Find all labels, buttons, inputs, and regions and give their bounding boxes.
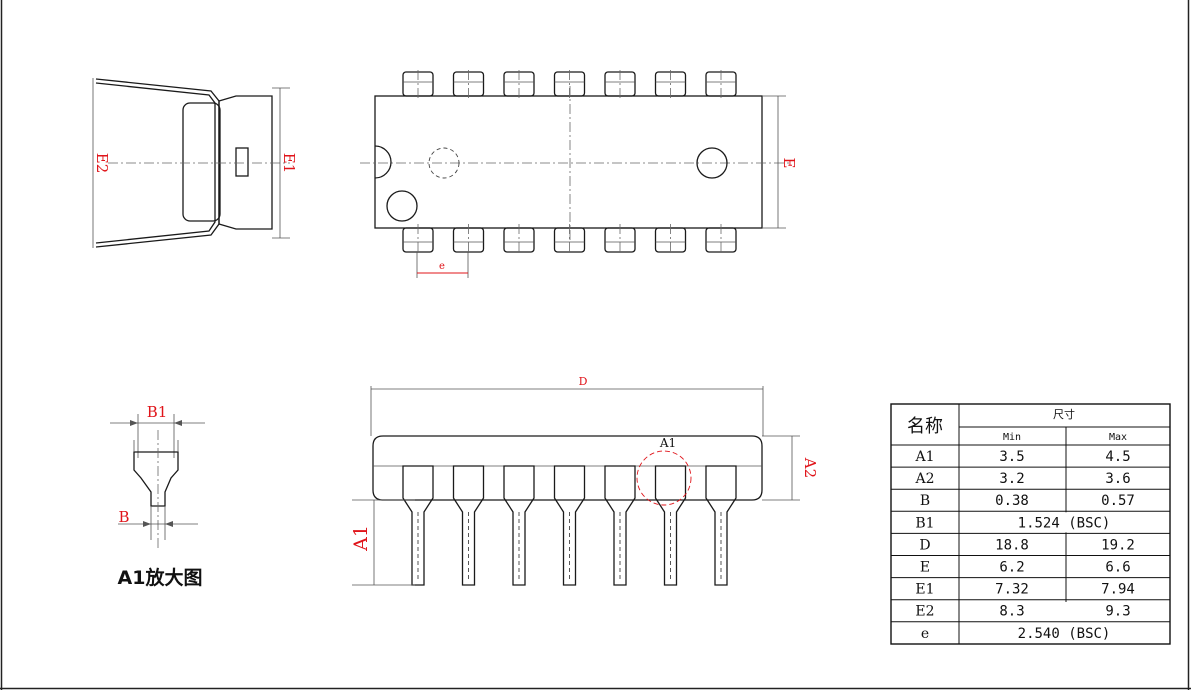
side-lead xyxy=(553,465,586,586)
top-view: E e xyxy=(360,70,798,278)
dim-label-B1: B1 xyxy=(147,403,168,421)
row-max: 4.5 xyxy=(1105,449,1130,465)
row-name: A2 xyxy=(914,471,934,487)
dim-label-E1: E1 xyxy=(280,153,298,174)
callout-label-A1: A1 xyxy=(659,436,676,450)
bottom-lead xyxy=(402,224,434,254)
row-name: e xyxy=(921,626,929,642)
dim-label-E2: E2 xyxy=(93,153,111,174)
table-row: A1 3.5 4.5 xyxy=(914,449,1130,465)
a1-detail-view: B1 B A1放大图 xyxy=(110,403,205,589)
row-max: 19.2 xyxy=(1101,537,1135,553)
table-row: B 0.38 0.57 xyxy=(920,493,1135,509)
row-min: 0.38 xyxy=(995,493,1029,509)
row-max: 9.3 xyxy=(1105,604,1130,620)
top-lead xyxy=(654,70,687,100)
row-min: 6.2 xyxy=(999,560,1024,576)
side-lead xyxy=(705,465,737,586)
dim-label-e: e xyxy=(439,261,445,272)
dim-label-A1: A1 xyxy=(350,525,372,552)
table-row: B1 1.524 (BSC) xyxy=(915,515,1110,531)
row-name: E1 xyxy=(915,582,934,598)
dim-label-B: B xyxy=(118,508,129,526)
table-row: D 18.8 19.2 xyxy=(919,537,1134,553)
table-row: E2 8.3 9.3 xyxy=(915,604,1130,620)
bottom-lead xyxy=(604,224,636,254)
table-row: e 2.540 (BSC) xyxy=(921,626,1111,642)
table-header-size: 尺寸 xyxy=(1053,407,1075,421)
row-min: 7.32 xyxy=(995,582,1029,598)
row-name: A1 xyxy=(914,449,934,465)
top-lead xyxy=(452,70,485,100)
row-min: 3.2 xyxy=(999,471,1024,487)
table-header-name: 名称 xyxy=(907,416,943,437)
top-lead xyxy=(402,70,434,100)
top-lead xyxy=(553,70,586,100)
side-lead xyxy=(452,465,485,586)
bottom-lead xyxy=(705,224,737,254)
table-row: E1 7.32 7.94 xyxy=(915,582,1134,598)
side-lead xyxy=(503,465,535,586)
row-name: E2 xyxy=(915,604,934,620)
row-span-value: 1.524 (BSC) xyxy=(1018,515,1111,531)
end-view: E2 E1 xyxy=(92,78,298,248)
side-view: D A1 A2 A1 xyxy=(350,375,819,586)
top-lead xyxy=(705,70,737,100)
row-min: 8.3 xyxy=(999,604,1024,620)
row-name: B xyxy=(920,493,930,509)
table-header-max: Max xyxy=(1109,432,1127,443)
row-min: 18.8 xyxy=(995,537,1029,553)
bottom-lead xyxy=(503,224,535,254)
top-lead xyxy=(503,70,535,100)
row-min: 3.5 xyxy=(999,449,1024,465)
table-row: E 6.2 6.6 xyxy=(920,560,1131,576)
table-header-min: Min xyxy=(1003,432,1021,443)
dim-label-D: D xyxy=(579,375,588,388)
top-lead xyxy=(604,70,636,100)
row-max: 3.6 xyxy=(1105,471,1130,487)
bottom-lead xyxy=(553,224,586,254)
row-name: B1 xyxy=(915,515,934,531)
side-lead xyxy=(604,465,636,586)
row-name: D xyxy=(919,537,930,553)
row-max: 6.6 xyxy=(1105,560,1130,576)
row-max: 7.94 xyxy=(1101,582,1135,598)
side-lead xyxy=(654,465,687,586)
table-row: A2 3.2 3.6 xyxy=(914,471,1130,487)
row-name: E xyxy=(920,560,930,576)
row-span-value: 2.540 (BSC) xyxy=(1018,626,1111,642)
detail-caption: A1放大图 xyxy=(118,566,203,589)
side-lead xyxy=(402,465,434,586)
bottom-lead xyxy=(654,224,687,254)
row-max: 0.57 xyxy=(1101,493,1135,509)
dim-label-E: E xyxy=(780,158,798,169)
bottom-lead xyxy=(452,224,485,254)
dim-label-A2: A2 xyxy=(801,457,819,478)
